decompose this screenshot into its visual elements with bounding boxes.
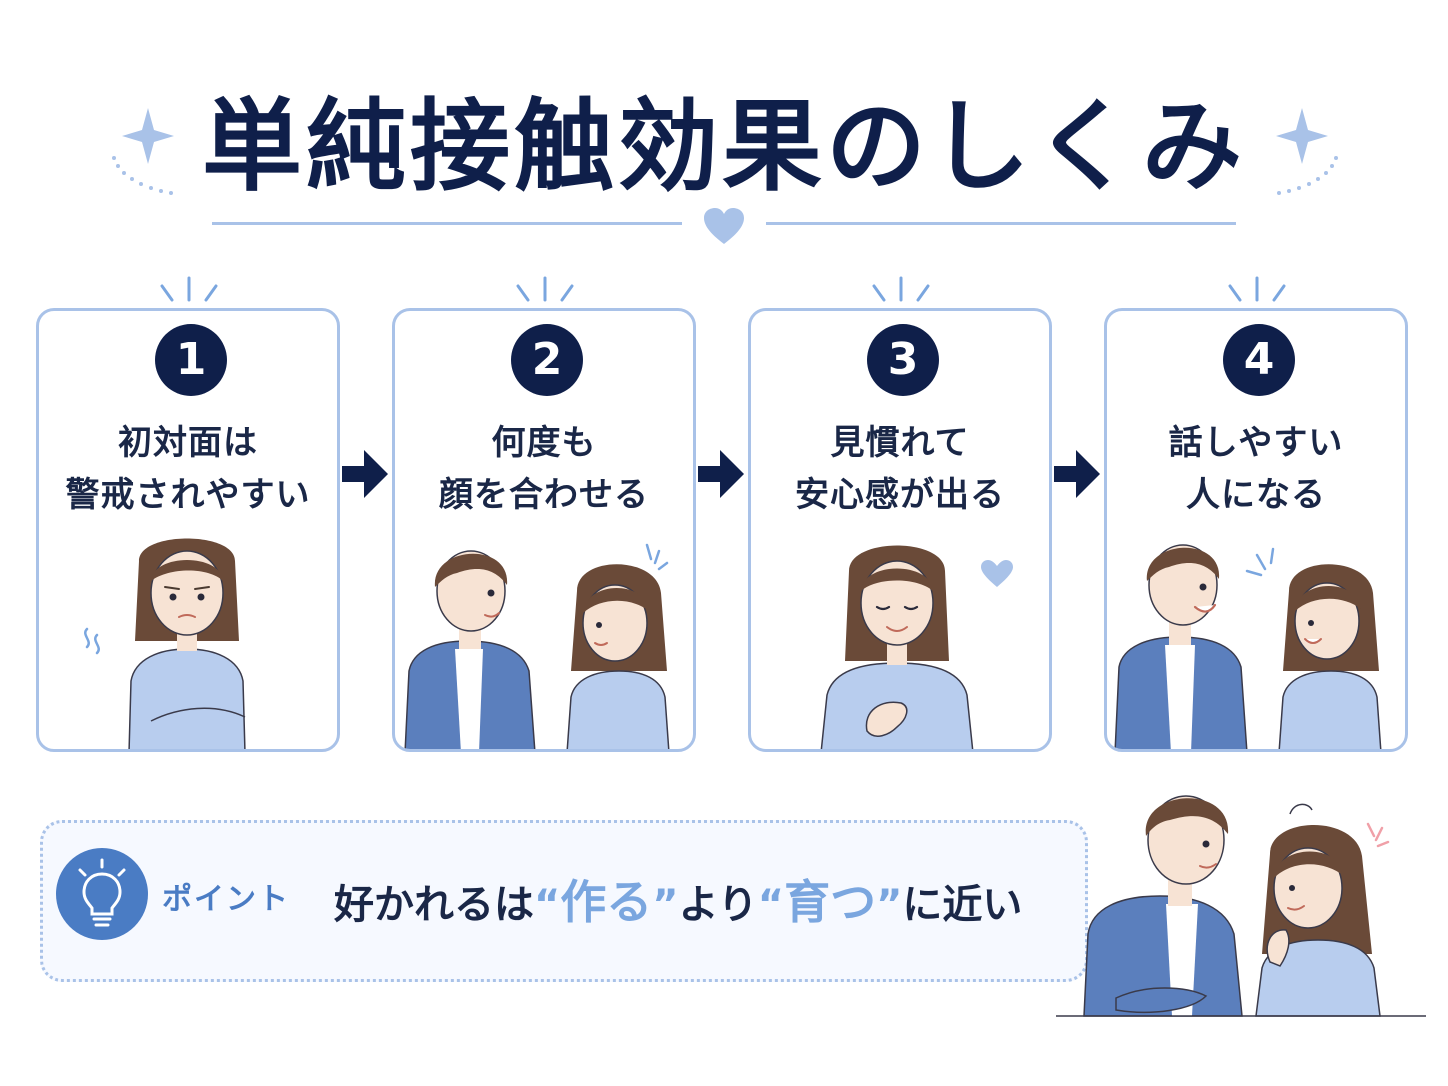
arrow-right-icon (342, 450, 388, 498)
sparkle-left-icon (112, 108, 174, 195)
title-divider-left (212, 222, 682, 225)
rays-icon (1228, 276, 1286, 302)
step-number-badge: 3 (867, 324, 939, 396)
arrow-right-icon (1054, 450, 1100, 498)
relieved-woman-illustration (820, 545, 1013, 749)
accent-word-2: 育つ (784, 875, 877, 929)
step-card-3: 3 見慣れて 安心感が出る (748, 308, 1052, 752)
open-quote: “ (757, 882, 785, 928)
page-title: 単純接触効果のしくみ (202, 88, 1246, 205)
title-divider-right (766, 222, 1236, 225)
step-text-line1: 見慣れて (830, 423, 970, 463)
step-card-4: 4 話しやすい 人になる (1104, 308, 1408, 752)
message-part1: 好かれるは (334, 882, 534, 928)
rays-icon (516, 276, 574, 302)
step-text-line2: 人になる (1186, 475, 1326, 515)
step-text-line2: 警戒されやすい (65, 475, 311, 515)
step-text-line2: 安心感が出る (795, 475, 1005, 515)
point-message: 好かれるは“作る”より“育つ”に近い (334, 872, 1022, 935)
step-number-badge: 4 (1223, 324, 1295, 396)
rays-icon (872, 276, 930, 302)
step-text-line1: 何度も (491, 423, 597, 463)
lightbulb-badge (56, 848, 148, 940)
rays-icon (160, 276, 218, 302)
message-part2: より (678, 882, 758, 928)
step-text-line1: 初対面は (118, 423, 258, 463)
message-part3: に近い (902, 882, 1023, 928)
arrow-right-icon (698, 450, 744, 498)
point-label: ポイント (162, 882, 290, 917)
wary-woman-illustration (84, 538, 246, 749)
step-text-line2: 顔を合わせる (439, 475, 649, 515)
accent-word-1: 作る (560, 875, 653, 929)
step-card-2: 2 何度も 顔を合わせる (392, 308, 696, 752)
man-and-woman-talking-illustration (1114, 544, 1382, 749)
step-text-line1: 話しやすい (1168, 423, 1344, 463)
point-box (40, 820, 1088, 982)
open-quote: “ (534, 882, 561, 928)
heart-icon (704, 208, 744, 244)
step-card-1: 1 初対面は 警戒されやすい (36, 308, 340, 752)
step-number-badge: 2 (511, 324, 583, 396)
lightbulb-icon (78, 858, 126, 927)
close-quote: ” (876, 882, 903, 928)
step-number-badge: 1 (155, 324, 227, 396)
sparkle-right-icon (1276, 108, 1338, 195)
man-and-woman-meeting-illustration (404, 543, 670, 749)
close-quote: ” (652, 882, 679, 928)
couple-illustration (1056, 795, 1426, 1017)
